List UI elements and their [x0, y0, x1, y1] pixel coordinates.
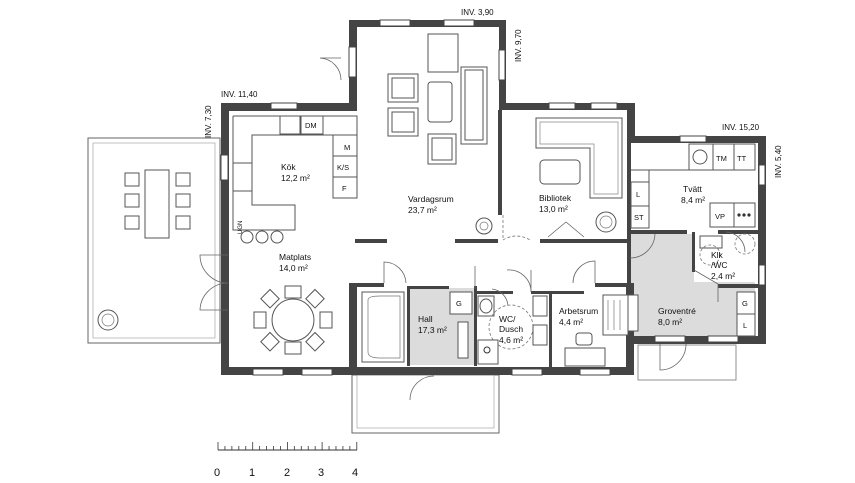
room-name-matplats: Matplats [279, 252, 311, 262]
room-area-matplats: 14,0 m² [279, 263, 308, 273]
arbetsrum-fixtures [564, 332, 606, 367]
inv-7-30: INV. 7,30 [204, 105, 213, 138]
scale-tick-0: 0 [214, 467, 220, 479]
room-name2-klk: /WC [711, 260, 728, 270]
dining-round-table [253, 285, 333, 355]
room-area-wc: 4,6 m² [499, 335, 523, 345]
room-area-tvatt: 8,4 m² [681, 195, 705, 205]
room-area-vardagsrum: 23,7 m² [408, 205, 437, 215]
room-area-hall: 17,3 m² [418, 325, 447, 335]
room-name-klk: Klk [711, 250, 724, 260]
room-name-groventre: Groventré [658, 306, 696, 316]
room-name-vardagsrum: Vardagsrum [408, 194, 454, 204]
laundry-fixtures [630, 143, 756, 229]
scale-tick-4: 4 [352, 467, 358, 479]
hall-fixtures [361, 291, 473, 363]
room-name-tvatt: Tvätt [683, 184, 703, 194]
room-area-klk: 2,4 m² [711, 271, 735, 281]
kitchen-fixtures [232, 115, 358, 244]
doors [199, 57, 746, 401]
fixture-tm: TM [716, 154, 727, 163]
library-furniture [535, 117, 623, 238]
room-area-groventre: 8,0 m² [658, 317, 682, 327]
fixture-ks: K/S [337, 163, 349, 172]
scale-minor-ticks [217, 442, 358, 450]
scale-tick-2: 2 [284, 467, 290, 479]
fixture-g-groventre: G [742, 299, 748, 308]
room-area-kok: 12,2 m² [281, 173, 310, 183]
scale-bar: 0 1 2 3 4 [214, 442, 358, 479]
service-porch [637, 344, 737, 381]
fixture-st: ST [634, 213, 644, 222]
inv-5-40: INV. 5,40 [774, 145, 783, 178]
left-terrace [87, 137, 221, 344]
room-area-arbetsrum: 4,4 m² [559, 317, 583, 327]
fixture-labels: DM M K/S F UGN TM TT L ST VP G G L [238, 121, 748, 330]
fixture-m: M [344, 143, 350, 152]
fixture-vp: VP [715, 212, 725, 221]
room-area-bibliotek: 13,0 m² [539, 204, 568, 214]
room-name-wc: WC/ [499, 314, 516, 324]
inv-3-90: INV. 3,90 [461, 8, 494, 17]
fixture-ugn: UGN [238, 221, 244, 234]
inv-15-20: INV. 15,20 [722, 123, 760, 132]
groventre-fixtures [602, 291, 756, 337]
terrace-dining-set [97, 169, 191, 331]
scale-tick-3: 3 [318, 467, 324, 479]
room-name-bibliotek: Bibliotek [539, 193, 572, 203]
inv-markers: INV. 3,90 INV. 9,70 INV. 11,40 INV. 7,30… [204, 8, 783, 178]
fixture-tt: TT [737, 154, 747, 163]
room-name-arbetsrum: Arbetsrum [559, 306, 598, 316]
room-labels: Kök 12,2 m² Vardagsrum 23,7 m² Bibliotek… [279, 162, 735, 345]
entrance-porch [351, 374, 500, 434]
wc-dusch-fixtures [477, 295, 548, 365]
fixture-l-tvatt: L [636, 190, 640, 199]
fixture-f: F [342, 184, 347, 193]
inv-11-40: INV. 11,40 [221, 90, 258, 99]
inv-9-70: INV. 9,70 [514, 29, 523, 62]
interior-walls [354, 110, 762, 367]
room-name-hall: Hall [418, 314, 433, 324]
room-name2-wc: Dusch [499, 324, 523, 334]
windows [220, 19, 766, 376]
fixture-g-hall: G [456, 299, 462, 308]
room-name-kok: Kök [281, 162, 296, 172]
living-room-furniture [387, 33, 493, 235]
fixture-l-groventre: L [743, 321, 747, 330]
fixture-dm: DM [305, 121, 317, 130]
klk-wc-fixtures [699, 233, 756, 266]
scale-tick-1: 1 [249, 467, 255, 479]
